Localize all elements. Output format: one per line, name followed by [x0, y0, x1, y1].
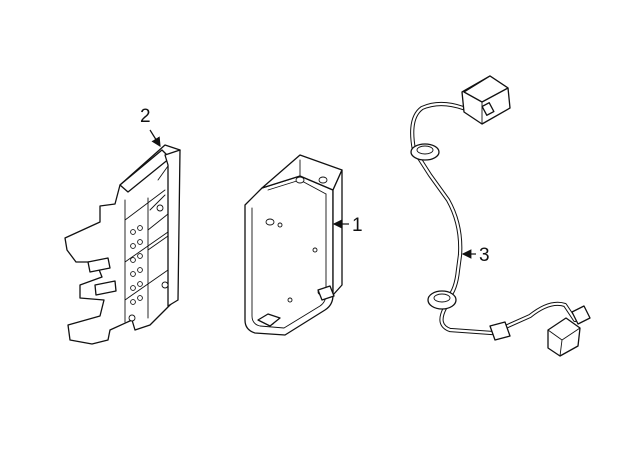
callout-2: 2 [140, 106, 161, 148]
wire-harness [410, 75, 591, 357]
callout-1: 1 [332, 215, 363, 236]
mounting-bracket [64, 144, 181, 345]
callout-3: 3 [461, 245, 490, 266]
callout-2-label: 2 [140, 106, 151, 127]
control-module [244, 154, 343, 336]
callout-1-label: 1 [352, 215, 363, 236]
callout-3-label: 3 [479, 245, 490, 266]
